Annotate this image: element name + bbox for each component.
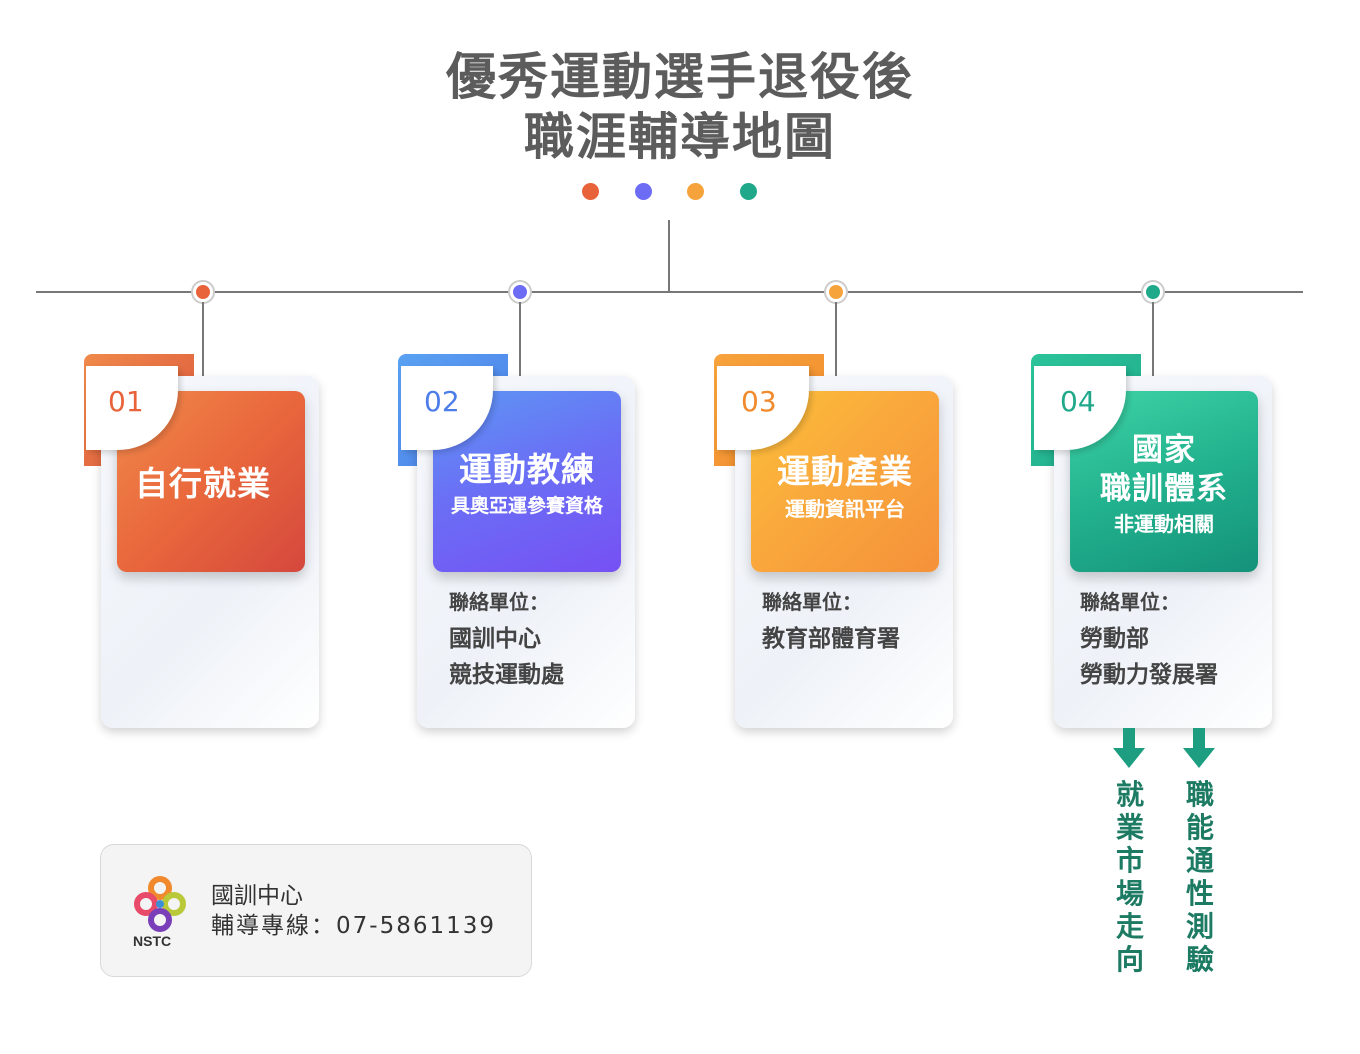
card-02-contact: 聯絡單位： 國訓中心 競技運動處 [449, 592, 564, 687]
stem-01 [202, 302, 204, 378]
stem-04 [1152, 302, 1154, 378]
card-04-number: 04 [1060, 385, 1096, 418]
stem-03 [835, 302, 837, 378]
decorative-dots [0, 183, 1360, 203]
card-03-panel: 運動產業 運動資訊平台 [751, 391, 939, 572]
node-02 [508, 280, 532, 304]
dot-orange [687, 183, 704, 200]
card-02-subtitle: 具奧亞運參賽資格 [450, 495, 603, 518]
card-03-title: 運動產業 [777, 452, 913, 491]
card-04-contact-line-1: 勞動部 [1080, 626, 1149, 652]
card-03-number: 03 [741, 385, 777, 418]
card-04-contact: 聯絡單位： 勞動部 勞動力發展署 [1080, 592, 1218, 687]
card-03-contact-line-1: 教育部體育署 [762, 626, 900, 652]
card-03-subtitle: 運動資訊平台 [785, 497, 905, 522]
card-02-contact-label: 聯絡單位： [449, 590, 549, 614]
node-01 [191, 280, 215, 304]
footer-contact-box: NSTC 國訓中心 輔導專線：07-5861139 [100, 844, 532, 977]
node-03 [824, 280, 848, 304]
connector-trunk [668, 220, 670, 292]
page-title-line2: 職涯輔導地圖 [524, 108, 836, 166]
card-04-subtitle: 非運動相關 [1114, 511, 1214, 536]
connector-horizontal [36, 291, 1303, 293]
nstc-logo-icon [134, 876, 186, 932]
card-01-number: 01 [108, 385, 144, 418]
dot-teal [740, 183, 757, 200]
dot-orange-red [582, 183, 599, 200]
card-02-number: 02 [424, 385, 460, 418]
dot-blue [635, 183, 652, 200]
card-04-contact-line-2: 勞動力發展署 [1080, 662, 1218, 688]
arrow-down-icon [1113, 728, 1145, 770]
card-03-contact: 聯絡單位： 教育部體育署 [762, 592, 900, 651]
card-02-contact-line-1: 國訓中心 [449, 626, 541, 652]
card-01-title: 自行就業 [135, 464, 271, 503]
logo-text: NSTC [133, 933, 172, 949]
outcome-job-market: 就業市場走向 [1115, 778, 1144, 976]
arrow-down-icon [1183, 728, 1215, 770]
footer-hotline: 輔導專線：07-5861139 [211, 913, 496, 939]
card-04-contact-label: 聯絡單位： [1080, 590, 1180, 614]
outcome-aptitude-test: 職能通性測驗 [1185, 778, 1214, 976]
node-04 [1141, 280, 1165, 304]
card-02-title: 運動教練 [459, 450, 595, 489]
page-title-line1: 優秀運動選手退役後 [446, 48, 914, 106]
stem-02 [519, 302, 521, 378]
footer-org-name: 國訓中心 [211, 883, 303, 909]
card-04-title: 國家 職訓體系 [1100, 432, 1228, 507]
card-02-contact-line-2: 競技運動處 [449, 662, 564, 688]
card-03-contact-label: 聯絡單位： [762, 590, 862, 614]
